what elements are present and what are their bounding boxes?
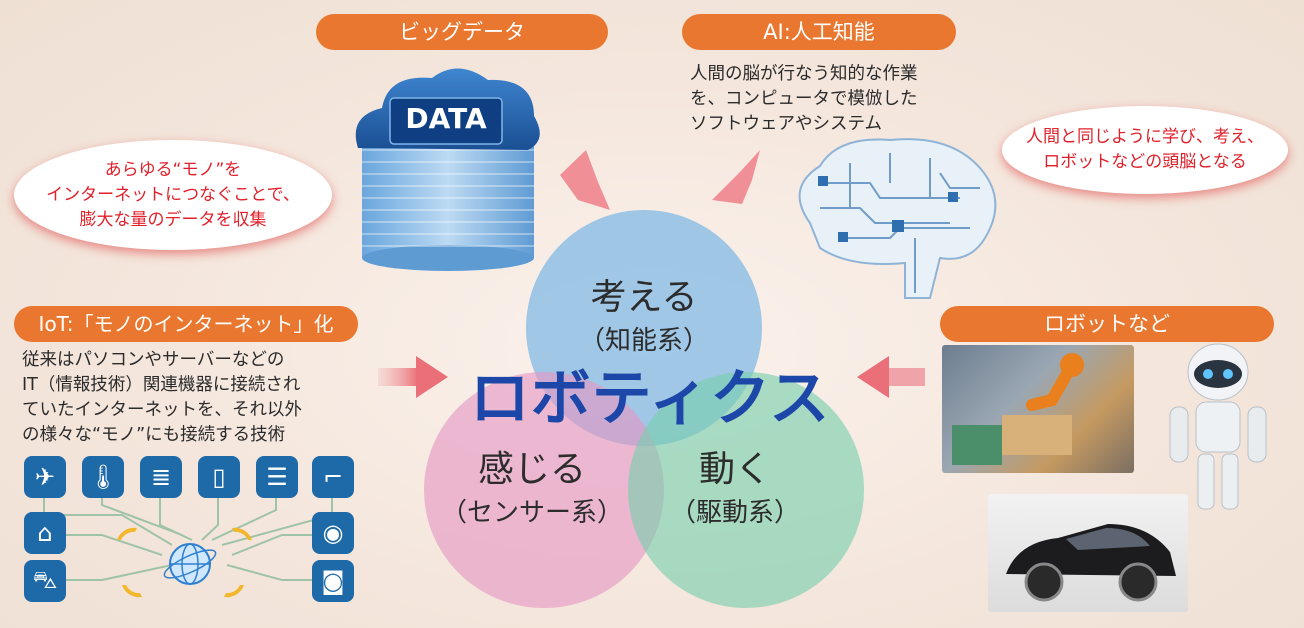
car-image xyxy=(988,494,1188,612)
note-left-line: あらゆる“モノ”を xyxy=(104,159,242,180)
tablet-icon: ▯ xyxy=(198,456,240,498)
pill-iot: IoT:「モノのインターネット」化 xyxy=(14,306,358,342)
iot-desc-line: IT（情報技術）関連機器に接続され xyxy=(22,375,301,395)
airplane-icon: ✈ xyxy=(24,456,66,498)
pill-bigdata: ビッグデータ xyxy=(316,14,608,50)
note-right: 人間と同じように学び、考え、 ロボットなどの頭脳となる xyxy=(1002,106,1288,194)
arrow-ai xyxy=(712,150,760,204)
move-title: 動く xyxy=(698,449,771,490)
iot-desc-line: の様々な“モノ”にも接続する技術 xyxy=(22,425,286,445)
factory-robot-arm-image xyxy=(942,345,1134,473)
center-title: ロボティクス xyxy=(469,364,831,434)
think-title: 考える xyxy=(590,277,698,318)
circle-sense-label: 感じる （センサー系） xyxy=(432,440,632,529)
arrow-bigdata xyxy=(560,150,610,210)
iot-description: 従来はパソコンやサーバーなどの IT（情報技術）関連機器に接続され ていたインタ… xyxy=(22,348,302,448)
pill-ai: AI:人工知能 xyxy=(682,14,956,50)
thermometer-icon: 🌡 xyxy=(82,456,124,498)
camera-security-icon: ⌐ xyxy=(312,456,354,498)
data-label: DATA xyxy=(405,102,487,135)
ai-description: 人間の脳が行なう知的な作業 を、コンピュータで模倣した ソフトウェアやシステム xyxy=(690,62,918,137)
iot-desc-line: ていたインターネットを、それ以外 xyxy=(22,400,302,420)
note-right-line: ロボットなどの頭脳となる xyxy=(1043,152,1247,172)
house-icon: ⌂ xyxy=(24,512,66,554)
circle-think-label: 考える （知能系） xyxy=(556,268,732,357)
database-icon: ≣ xyxy=(140,456,182,498)
brain-circuit-icon xyxy=(798,138,997,299)
note-left-line: インターネットにつなぐことで、 xyxy=(46,184,300,205)
circle-move xyxy=(628,372,864,608)
circle-sense xyxy=(424,372,664,608)
arrow-iot xyxy=(378,356,448,398)
server-icon: ☰ xyxy=(256,456,298,498)
vr-headset-icon: ◙ xyxy=(312,560,354,602)
move-sub: （駆動系） xyxy=(669,498,800,528)
camera-icon: ◉ xyxy=(312,512,354,554)
note-left-line: 膨大な量のデータを収集 xyxy=(79,209,267,230)
ai-desc-line: ソフトウェアやシステム xyxy=(690,114,882,134)
sense-title: 感じる xyxy=(477,449,586,490)
ai-desc-line: を、コンピュータで模倣した xyxy=(690,89,918,109)
pill-robot: ロボットなど xyxy=(940,306,1274,342)
think-sub: （知能系） xyxy=(578,326,709,356)
data-cloud-icon xyxy=(355,68,540,271)
note-right-line: 人間と同じように学び、考え、 xyxy=(1026,127,1264,147)
sense-sub: （センサー系） xyxy=(440,498,623,528)
ai-desc-line: 人間の脳が行なう知的な作業 xyxy=(690,64,918,84)
arrow-robot xyxy=(857,356,925,398)
humanoid-robot-image xyxy=(1148,332,1288,522)
iot-desc-line: 従来はパソコンやサーバーなどの xyxy=(22,350,285,370)
car-icon: ⛍ xyxy=(24,560,66,602)
globe-icon xyxy=(163,543,217,585)
circle-move-label: 動く （駆動系） xyxy=(650,440,820,529)
note-left: あらゆる“モノ”を インターネットにつなぐことで、 膨大な量のデータを収集 xyxy=(14,140,332,250)
